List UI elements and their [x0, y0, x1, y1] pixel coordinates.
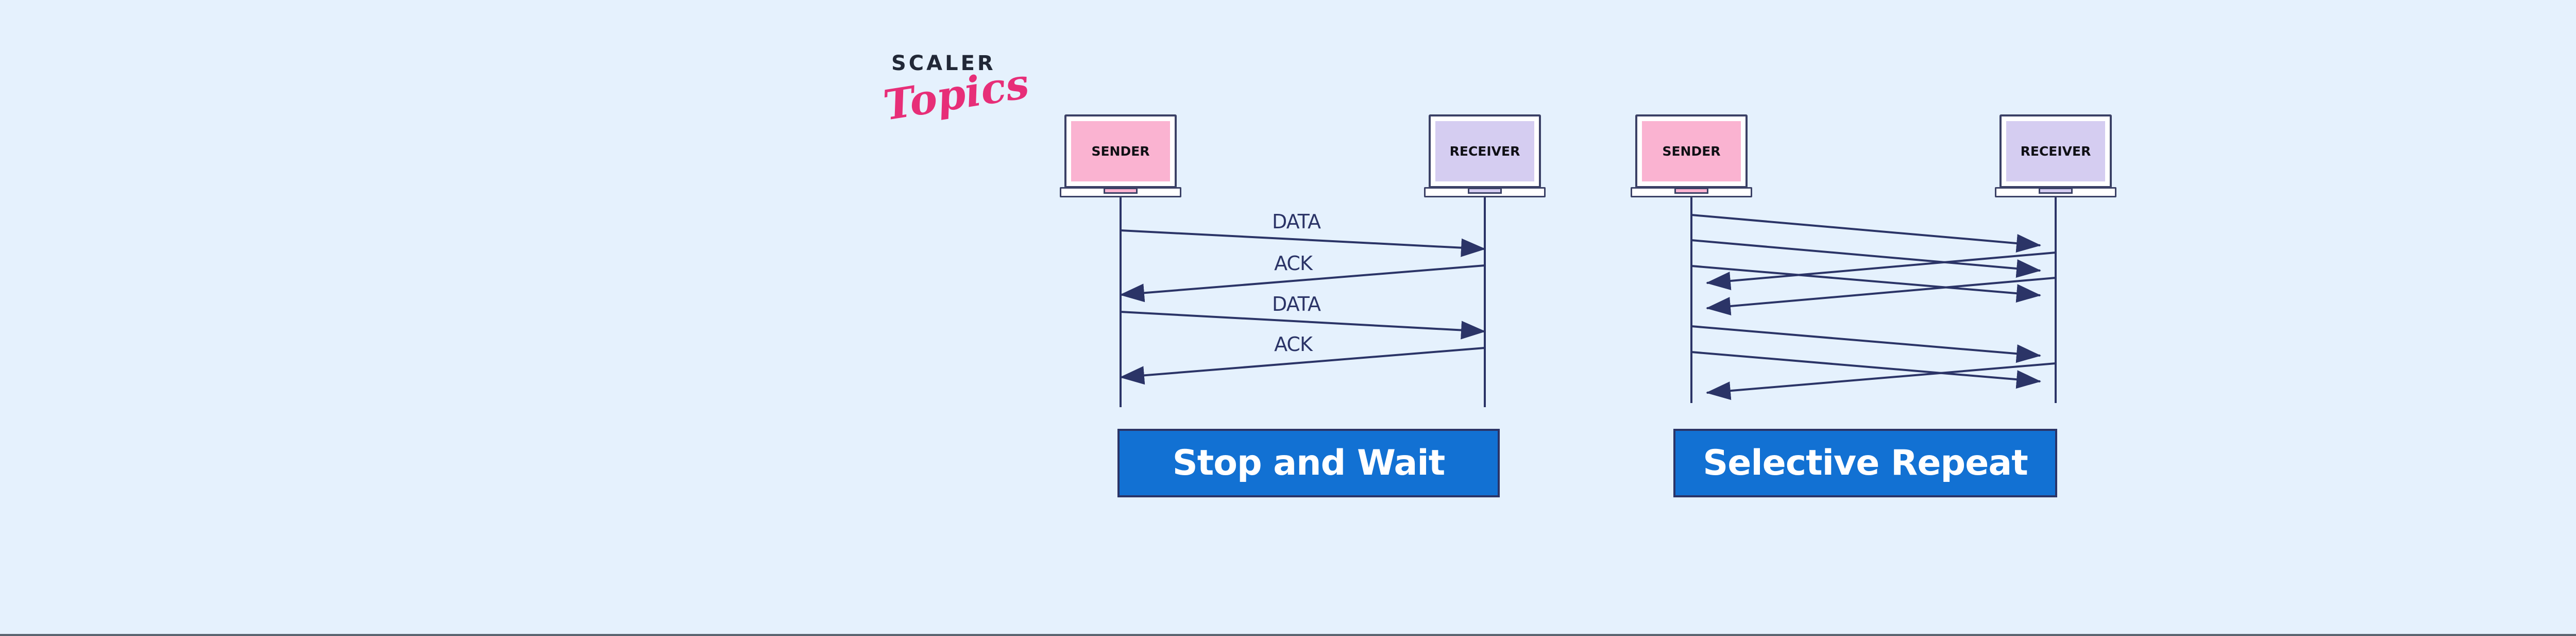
image-bottom-border: [0, 634, 2576, 636]
laptop-screen: RECEIVER: [1429, 114, 1541, 188]
title-text: Stop and Wait: [1172, 443, 1445, 483]
laptop-screen-fill: SENDER: [1642, 121, 1741, 181]
laptop-screen: SENDER: [1064, 114, 1177, 188]
laptop-sender-selective-repeat: SENDER: [1631, 114, 1752, 197]
message-arrow: [1120, 347, 1485, 385]
laptop-screen: SENDER: [1635, 114, 1748, 188]
laptop-notch: [2039, 188, 2073, 194]
message-arrow: [1120, 264, 1485, 303]
laptop-screen-fill: SENDER: [1071, 121, 1170, 181]
message-arrow: [1706, 362, 2056, 400]
laptop-receiver-selective-repeat: RECEIVER: [1995, 114, 2116, 197]
laptop-base: [1060, 187, 1181, 197]
laptop-notch: [1468, 188, 1502, 194]
message-label: DATA: [1272, 293, 1321, 315]
message-arrow: [1691, 265, 2041, 303]
message-label: ACK: [1274, 252, 1313, 275]
message-arrow: [1691, 325, 2041, 363]
message-arrow: [1706, 277, 2056, 315]
logo-brand-text: SCALER: [891, 52, 996, 75]
laptop-base: [1424, 187, 1546, 197]
laptop-notch: [1674, 188, 1708, 194]
message-label: ACK: [1274, 333, 1313, 356]
laptop-base: [1631, 187, 1752, 197]
laptop-screen: RECEIVER: [1999, 114, 2112, 188]
title-text: Selective Repeat: [1703, 443, 2028, 483]
laptop-screen-fill: RECEIVER: [1435, 121, 1534, 181]
sender-label: SENDER: [1662, 144, 1721, 159]
laptop-notch: [1104, 188, 1138, 194]
sender-label: SENDER: [1091, 144, 1150, 159]
message-arrow: [1691, 351, 2041, 389]
title-bar-stop-and-wait: Stop and Wait: [1117, 429, 1500, 497]
laptop-receiver-stop-and-wait: RECEIVER: [1424, 114, 1546, 197]
laptop-sender-stop-and-wait: SENDER: [1060, 114, 1181, 197]
message-arrow: [1691, 214, 2041, 253]
message-arrow: [1706, 252, 2056, 290]
receiver-label: RECEIVER: [2020, 144, 2091, 159]
scaler-topics-logo: SCALER Topics: [880, 47, 1032, 156]
laptop-screen-fill: RECEIVER: [2006, 121, 2105, 181]
title-bar-selective-repeat: Selective Repeat: [1673, 429, 2057, 497]
message-arrow: [1691, 239, 2041, 278]
receiver-label: RECEIVER: [1449, 144, 1520, 159]
laptop-base: [1995, 187, 2116, 197]
message-label: DATA: [1272, 210, 1321, 233]
message-arrow: [1120, 311, 1486, 340]
message-arrow: [1120, 229, 1486, 257]
